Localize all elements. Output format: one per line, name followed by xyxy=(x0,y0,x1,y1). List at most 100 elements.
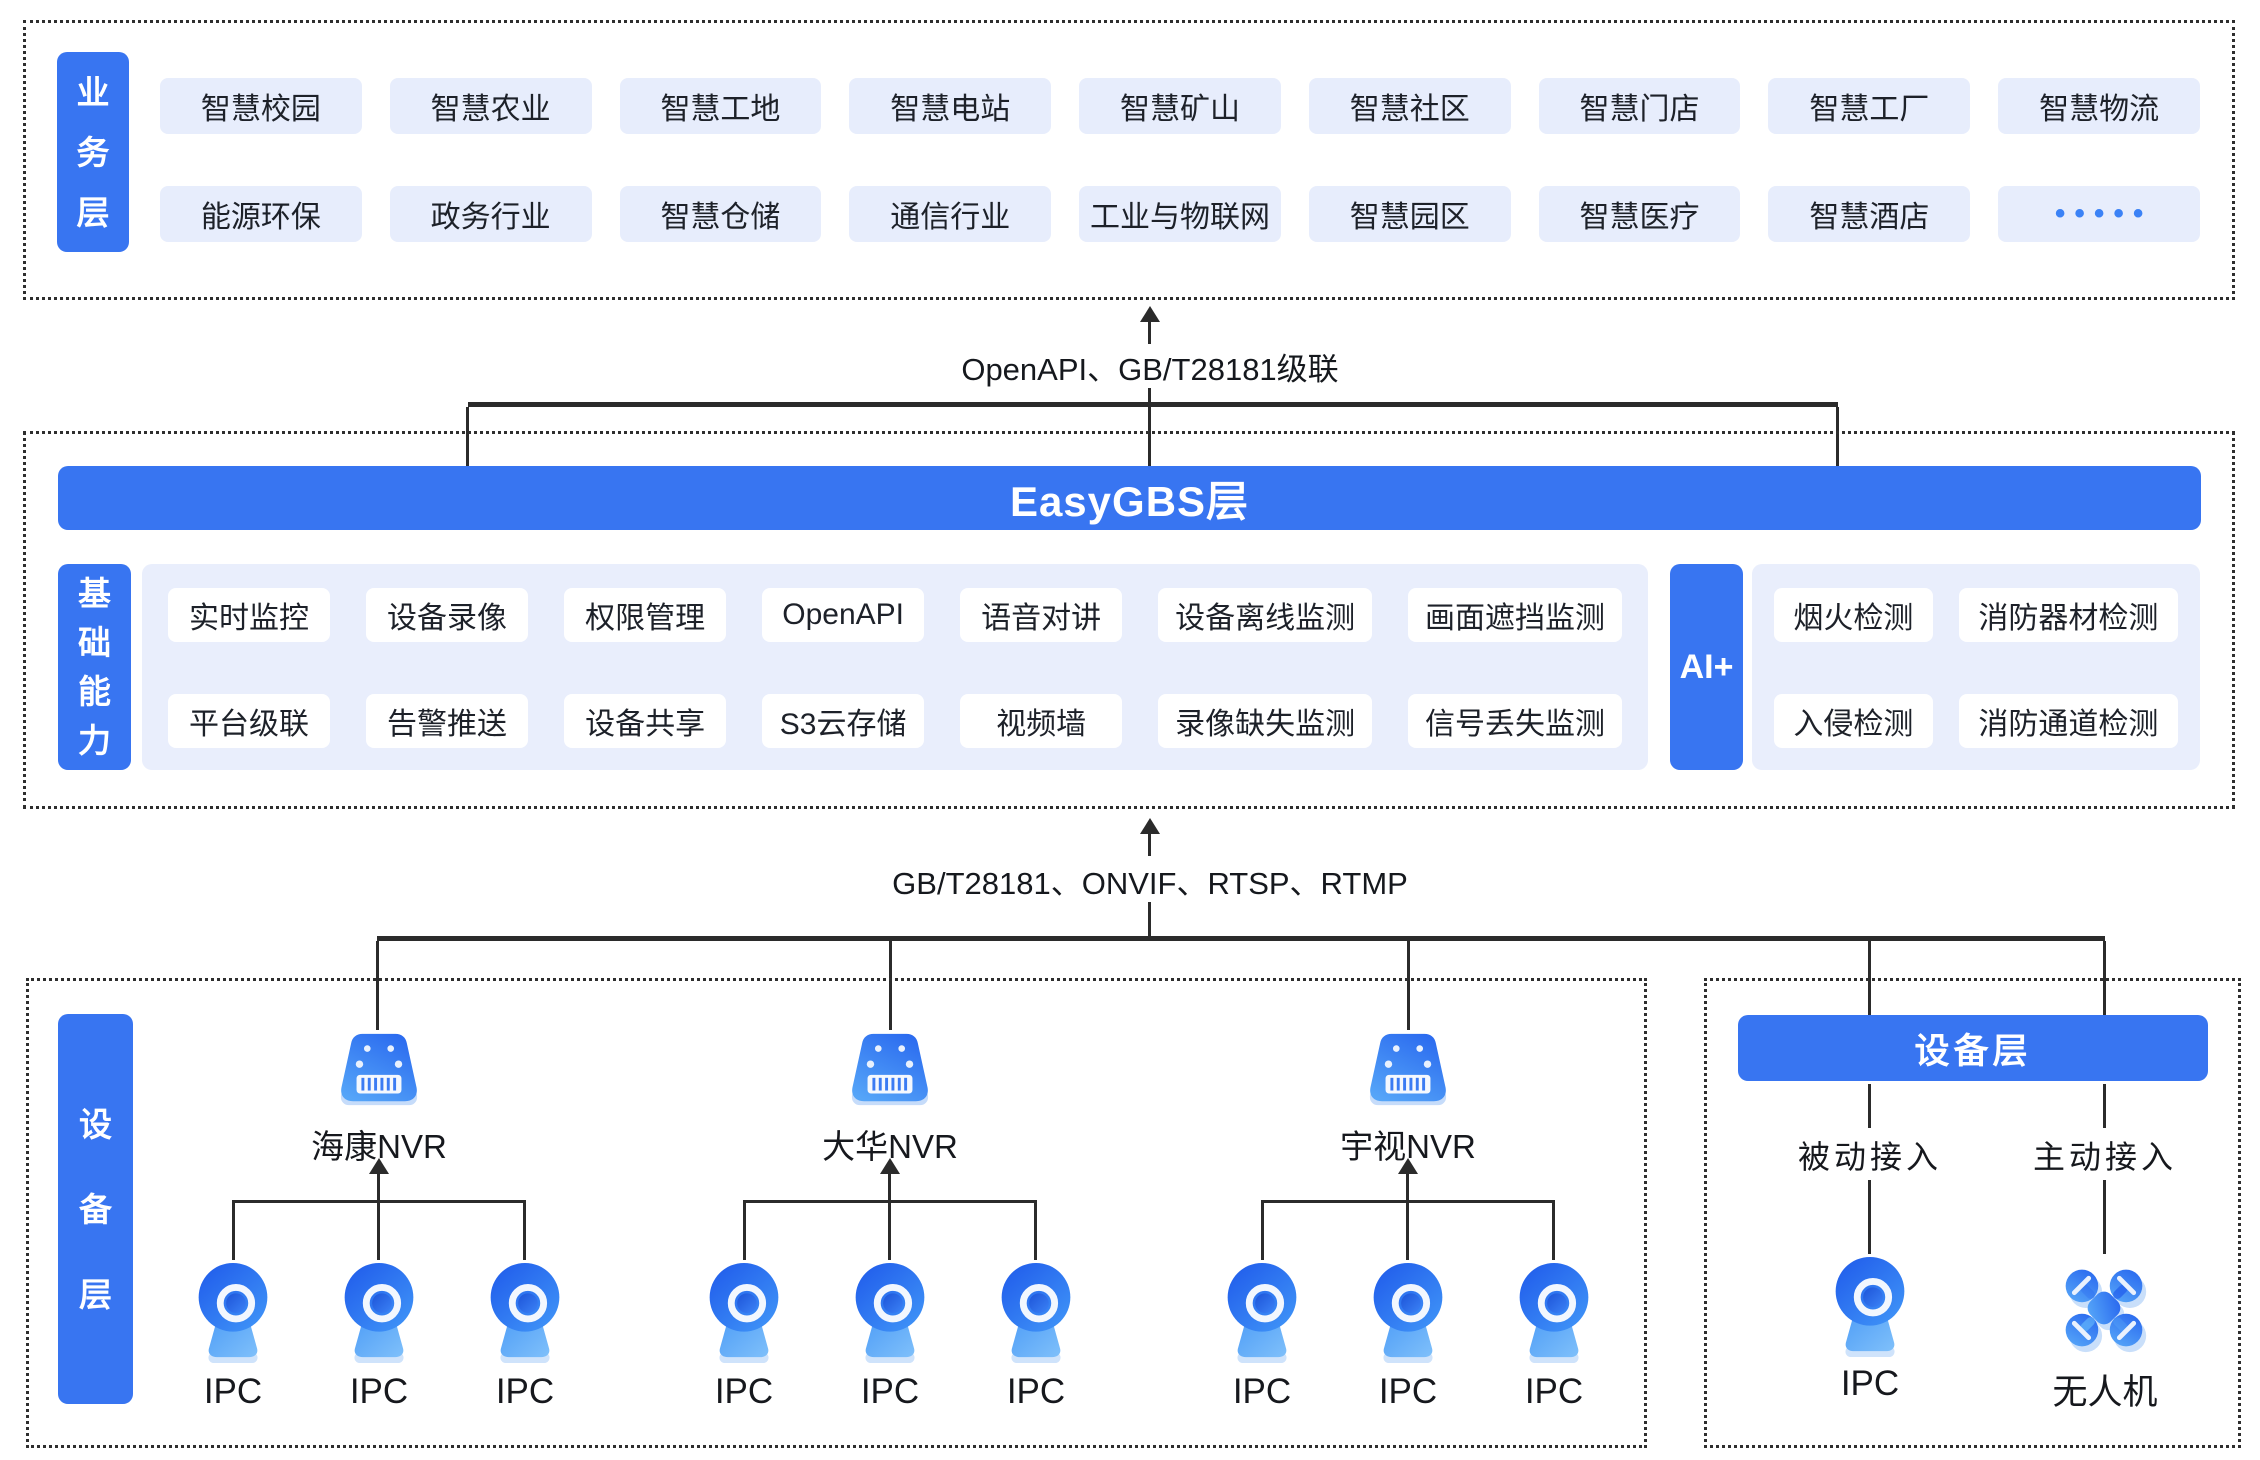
ai-plus-pill: AI+ xyxy=(1670,564,1743,770)
ipc-camera-icon xyxy=(704,1260,784,1366)
connector-line xyxy=(1034,1200,1037,1260)
business-chip: 智慧矿山 xyxy=(1079,78,1281,134)
connector-line xyxy=(1148,902,1151,938)
capability-chip: 入侵检测 xyxy=(1774,694,1933,748)
capability-chip: OpenAPI xyxy=(762,588,925,642)
connector-line xyxy=(1552,1200,1555,1260)
business-chip: 智慧门店 xyxy=(1538,78,1741,134)
device-layer-banner: 设备层 xyxy=(1738,1015,2208,1081)
connector-line xyxy=(888,1173,891,1201)
connector-bracket xyxy=(468,402,1838,407)
ipc-label: IPC xyxy=(203,1372,263,1411)
uplink-arrow-icon xyxy=(1140,306,1160,322)
group-arrow-icon xyxy=(1398,1158,1418,1174)
capability-chip: S3云存储 xyxy=(762,694,925,748)
business-layer-pill: 业 务 层 xyxy=(57,52,129,252)
pill-char: 基 xyxy=(78,575,111,612)
business-chip: 通信行业 xyxy=(849,186,1052,242)
ipc-label: IPC xyxy=(1524,1372,1584,1411)
business-chip: 智慧工地 xyxy=(619,78,822,134)
device-layer-left-box xyxy=(26,978,1647,1448)
business-chip: 政务行业 xyxy=(389,186,592,242)
capability-chip: 视频墙 xyxy=(960,694,1123,748)
ipc-label: IPC xyxy=(495,1372,555,1411)
ipc-label: IPC xyxy=(349,1372,409,1411)
business-chip: 智慧园区 xyxy=(1308,186,1511,242)
connector-line xyxy=(377,1200,380,1260)
ipc-label: IPC xyxy=(1378,1372,1438,1411)
ipc-camera-icon xyxy=(850,1260,930,1366)
capability-chip: 告警推送 xyxy=(366,694,529,748)
device-label: IPC xyxy=(1840,1364,1900,1403)
capability-chip: 平台级联 xyxy=(168,694,331,748)
connector-line xyxy=(2103,1084,2106,1128)
business-layer-box xyxy=(23,20,2235,300)
ipc-label: IPC xyxy=(1232,1372,1292,1411)
pill-char: 备 xyxy=(79,1190,112,1228)
ipc-label: IPC xyxy=(860,1372,920,1411)
connector-line xyxy=(1868,1180,1871,1254)
connector-line xyxy=(1261,1200,1264,1260)
ipc-camera-icon xyxy=(1368,1260,1448,1366)
nvr-group: 宇视NVR xyxy=(1227,1030,1589,1411)
connector-line xyxy=(1406,1200,1409,1260)
device-label: 无人机 xyxy=(2052,1373,2158,1412)
nvr-icon xyxy=(1360,1030,1456,1112)
pill-char: 设 xyxy=(79,1105,112,1143)
connector-bracket xyxy=(377,936,2105,941)
connector-line xyxy=(1406,1173,1409,1201)
device-layer-right-box xyxy=(1704,978,2241,1448)
business-chip-row-2: 能源环保 政务行业 智慧仓储 通信行业 工业与物联网 智慧园区 智慧医疗 智慧酒… xyxy=(160,186,2200,242)
ipc-camera-icon xyxy=(339,1260,419,1366)
connector-line xyxy=(232,1200,235,1260)
business-chip-row-1: 智慧校园 智慧农业 智慧工地 智慧电站 智慧矿山 智慧社区 智慧门店 智慧工厂 … xyxy=(160,78,2200,134)
pill-char: 层 xyxy=(79,1275,112,1313)
business-chip: 智慧社区 xyxy=(1308,78,1511,134)
pill-char: 础 xyxy=(78,624,111,661)
capability-chip: 设备离线监测 xyxy=(1158,588,1373,642)
connector-line xyxy=(1836,407,1839,466)
connector-line xyxy=(1868,1084,1871,1128)
drone-icon xyxy=(2058,1262,2150,1354)
capability-chip: 信号丢失监测 xyxy=(1408,694,1622,748)
nvr-icon xyxy=(842,1030,938,1112)
core-capability-pill: 基 础 能 力 xyxy=(58,564,131,770)
business-chip: 智慧医疗 xyxy=(1538,186,1741,242)
ipc-label: IPC xyxy=(714,1372,774,1411)
connector-line xyxy=(743,1200,746,1260)
connector-line xyxy=(376,941,379,1030)
access-label: 被动接入 xyxy=(1797,1139,1942,1175)
business-chip: 智慧物流 xyxy=(1998,78,2200,134)
pill-char: 业 xyxy=(76,73,110,111)
core-capability-grid: 实时监控 设备录像 权限管理 OpenAPI 语音对讲 设备离线监测 画面遮挡监… xyxy=(168,588,1622,748)
ipc-camera-icon xyxy=(1830,1254,1910,1360)
group-arrow-icon xyxy=(369,1158,389,1174)
capability-chip: 设备共享 xyxy=(564,694,727,748)
business-chip: 智慧电站 xyxy=(849,78,1052,134)
capability-chip: 消防器材检测 xyxy=(1958,588,2178,642)
nvr-group: 大华NVR xyxy=(709,1030,1071,1411)
business-chip: 能源环保 xyxy=(160,186,362,242)
ipc-camera-icon xyxy=(996,1260,1076,1366)
business-chip: 智慧工厂 xyxy=(1768,78,1971,134)
business-chip: 智慧校园 xyxy=(160,78,362,134)
business-chip: 智慧农业 xyxy=(389,78,592,134)
ipc-camera-icon xyxy=(1222,1260,1302,1366)
capability-chip: 设备录像 xyxy=(366,588,529,642)
ai-capability-grid: 烟火检测 消防器材检测 入侵检测 消防通道检测 xyxy=(1774,588,2178,748)
connector-line xyxy=(523,1200,526,1260)
uplink-protocol-label: OpenAPI、GB/T28181级联 xyxy=(961,352,1339,387)
connector-line xyxy=(2103,1180,2106,1254)
ipc-camera-icon xyxy=(193,1260,273,1366)
capability-chip: 权限管理 xyxy=(564,588,727,642)
capability-chip: 实时监控 xyxy=(168,588,331,642)
pill-char: 能 xyxy=(78,673,111,710)
easygbs-layer-box xyxy=(23,431,2235,809)
business-chip: 智慧酒店 xyxy=(1768,186,1971,242)
capability-chip: 烟火检测 xyxy=(1774,588,1933,642)
pill-char: 务 xyxy=(76,133,110,171)
nvr-group: 海康NVR xyxy=(198,1030,560,1411)
connector-line xyxy=(1407,941,1410,1030)
nvr-icon xyxy=(331,1030,427,1112)
connector-line xyxy=(1148,322,1151,344)
